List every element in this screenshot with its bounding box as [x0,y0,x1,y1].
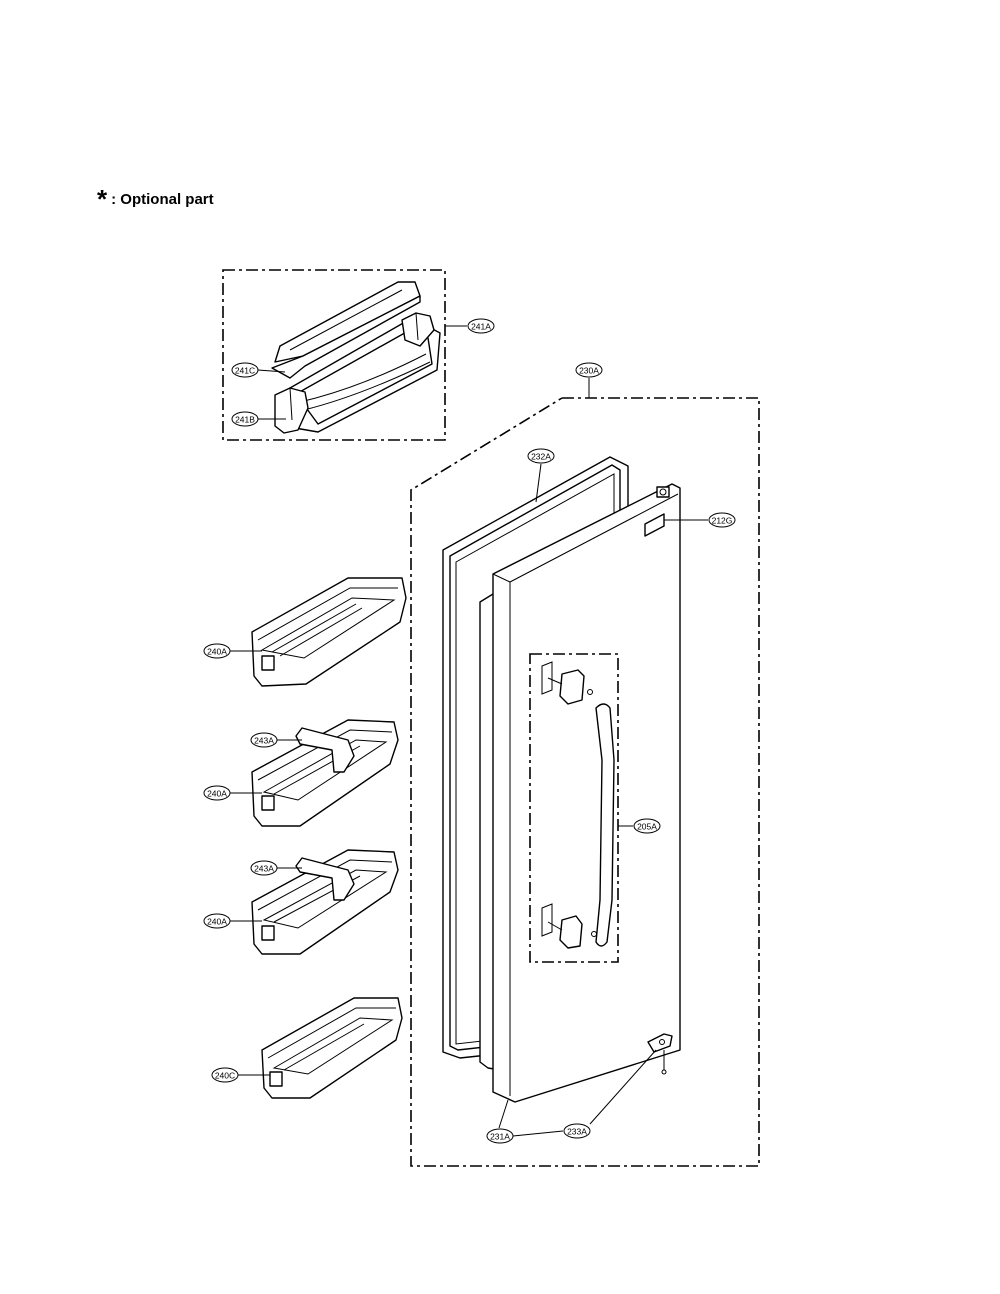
callout-243a: 243A [250,860,278,876]
door-assembly-group-box [410,397,760,1167]
door-hinge [647,1033,673,1075]
callout-230a: 230A [575,362,603,378]
callout-bubble [527,448,555,464]
callout-bubble [708,512,736,528]
callout-212g: 212G [708,512,736,528]
optional-part-text: : Optional part [111,191,214,208]
door-handle [541,661,615,949]
optional-part-symbol: * [97,184,108,214]
callout-label: 243A [254,864,274,874]
callout-label: 233A [567,1127,587,1137]
optional-bin-group-box [222,269,446,441]
door-bin-1 [251,577,407,687]
callout-241c: 241C [231,362,259,378]
callout-bubble [250,860,278,876]
callout-232a: 232A [527,448,555,464]
callout-bubble [203,785,231,801]
callout-label: 232A [531,452,551,462]
callout-label: 240A [207,647,227,657]
callout-205a: 205A [633,818,661,834]
callout-label: 231A [490,1132,510,1142]
callout-label: 212G [712,516,733,526]
callout-240a: 240A [203,913,231,929]
door-bin-bottom [261,997,403,1099]
callout-bubble [203,913,231,929]
callout-bubble [231,362,259,378]
callout-label: 205A [637,822,657,832]
callout-bubble [486,1128,514,1144]
callout-240a: 240A [203,785,231,801]
door-bin-3 [251,849,399,955]
callout-label: 240A [207,789,227,799]
callout-bubbles: 241A 241C 241B 230A 232A 212G 240A 243A 240A 205A… [203,318,736,1144]
bin-end-cap-left [274,387,309,434]
bin-end-cap-right [401,312,435,347]
callout-bubble [231,411,259,427]
callout-label: 243A [254,736,274,746]
callout-label: 240A [207,917,227,927]
leader-lines [230,325,708,1137]
callout-label: 241C [235,366,255,376]
callout-240a: 240A [203,643,231,659]
callout-label: 241B [235,415,255,425]
callout-240c: 240C [211,1067,239,1083]
bin-divider-1 [295,727,355,773]
callout-label: 240C [215,1071,235,1081]
callout-bubble [575,362,603,378]
handle-assembly-box [529,653,619,963]
callout-bubble [203,643,231,659]
callout-label: 230A [579,366,599,376]
callout-bubble [250,732,278,748]
callout-bubble [633,818,661,834]
callout-231a: 231A [486,1128,514,1144]
callout-243a: 243A [250,732,278,748]
callout-bubble [563,1123,591,1139]
bin-divider-2 [295,857,355,901]
callout-bubble [467,318,495,334]
door-panel [492,483,681,1103]
callout-241b: 241B [231,411,259,427]
callout-bubble [211,1067,239,1083]
optional-part-legend: *: Optional part [97,180,214,214]
callout-233a: 233A [563,1123,591,1139]
callout-241a: 241A [467,318,495,334]
callout-label: 241A [471,322,491,332]
